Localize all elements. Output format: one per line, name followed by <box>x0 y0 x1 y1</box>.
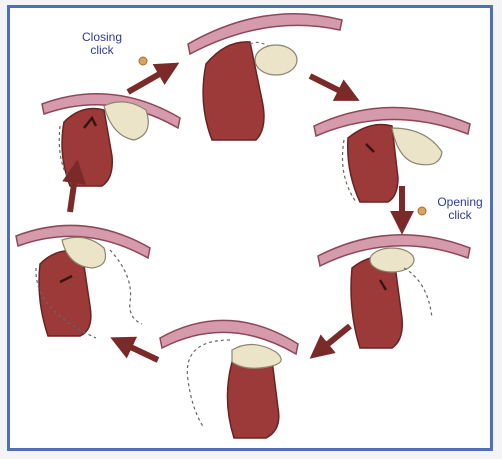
arrow-bottom-to-lower-left <box>120 342 158 360</box>
arrow-lower-right-to-bottom <box>318 326 350 352</box>
stage-upper-right <box>314 107 470 202</box>
stage-lower-left <box>16 225 150 338</box>
stage-upper-left <box>42 94 180 186</box>
stage-bottom <box>160 320 298 438</box>
closing-click-label-line2: click <box>72 44 132 57</box>
opening-click-label-line2: click <box>427 209 493 222</box>
arrow-top-to-upper-right <box>310 76 350 96</box>
opening-click-marker <box>418 207 426 215</box>
opening-click-label: Opening click <box>427 196 493 222</box>
closing-click-label: Closing click <box>72 31 132 57</box>
closing-click-marker <box>139 57 147 65</box>
stage-top <box>188 14 342 140</box>
arrow-upper-left-to-top <box>128 68 170 92</box>
